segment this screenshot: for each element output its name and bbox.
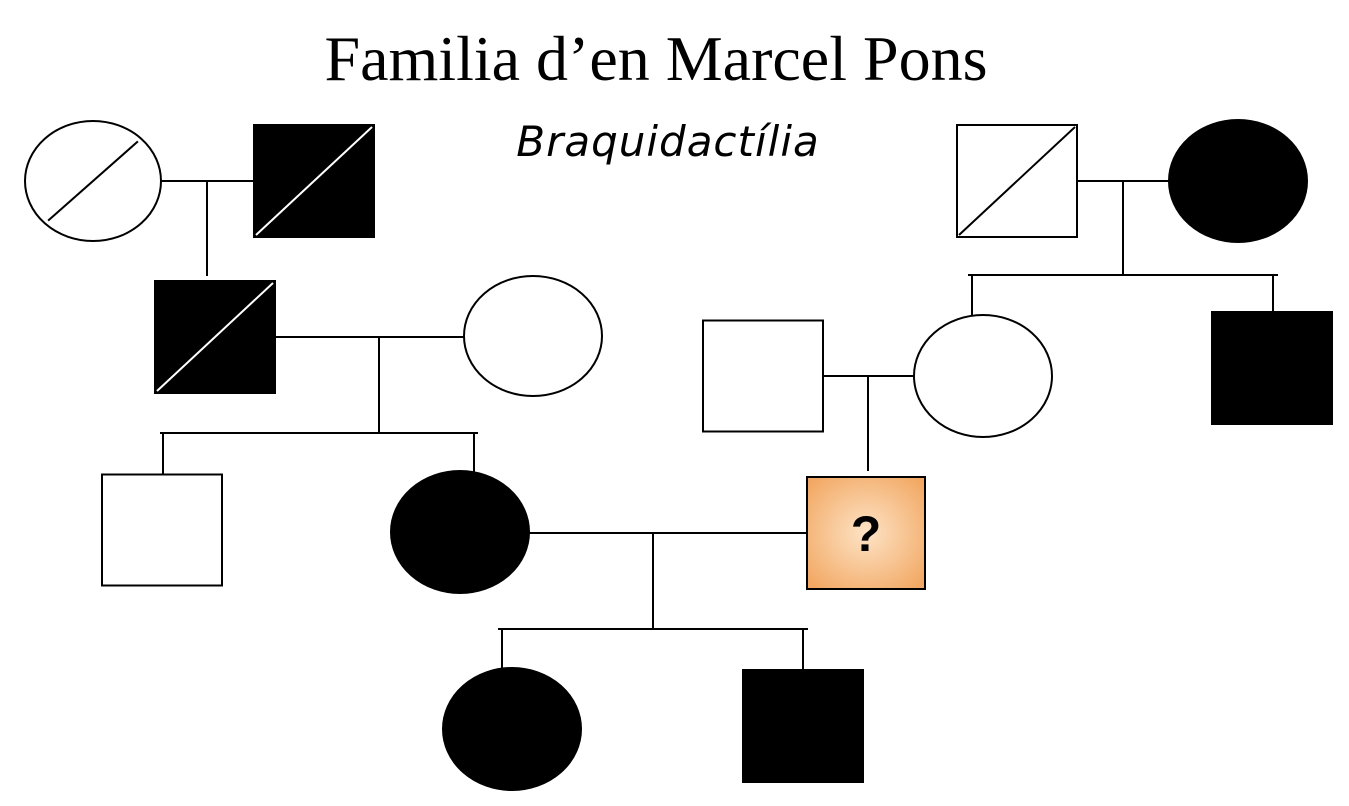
pedigree-title: Familia d’en Marcel Pons [325, 23, 988, 94]
individual-symbols: ? [24, 119, 1333, 791]
deceased-slash-gf-pat-father [255, 126, 373, 236]
male-uncle [101, 473, 223, 587]
relationship-lines [160, 180, 1278, 670]
unknown-status-label: ? [851, 506, 882, 562]
deceased-slash-mat-gf [958, 126, 1076, 236]
male-father [702, 319, 824, 433]
female-aunt-wife [390, 470, 530, 594]
female-pat-grandmother [463, 275, 603, 397]
deceased-slash-pat-grandfather [156, 282, 274, 392]
male-maternal-uncle [1211, 311, 1333, 425]
female-mat-gm [1168, 119, 1308, 243]
female-daughter [442, 667, 582, 791]
deceased-slash-gf-pat-mother [47, 140, 139, 222]
male-son [742, 669, 864, 783]
male-marcel-pons [806, 476, 926, 590]
pedigree-subtitle: Braquidactília [516, 117, 819, 166]
female-mother [913, 314, 1053, 438]
